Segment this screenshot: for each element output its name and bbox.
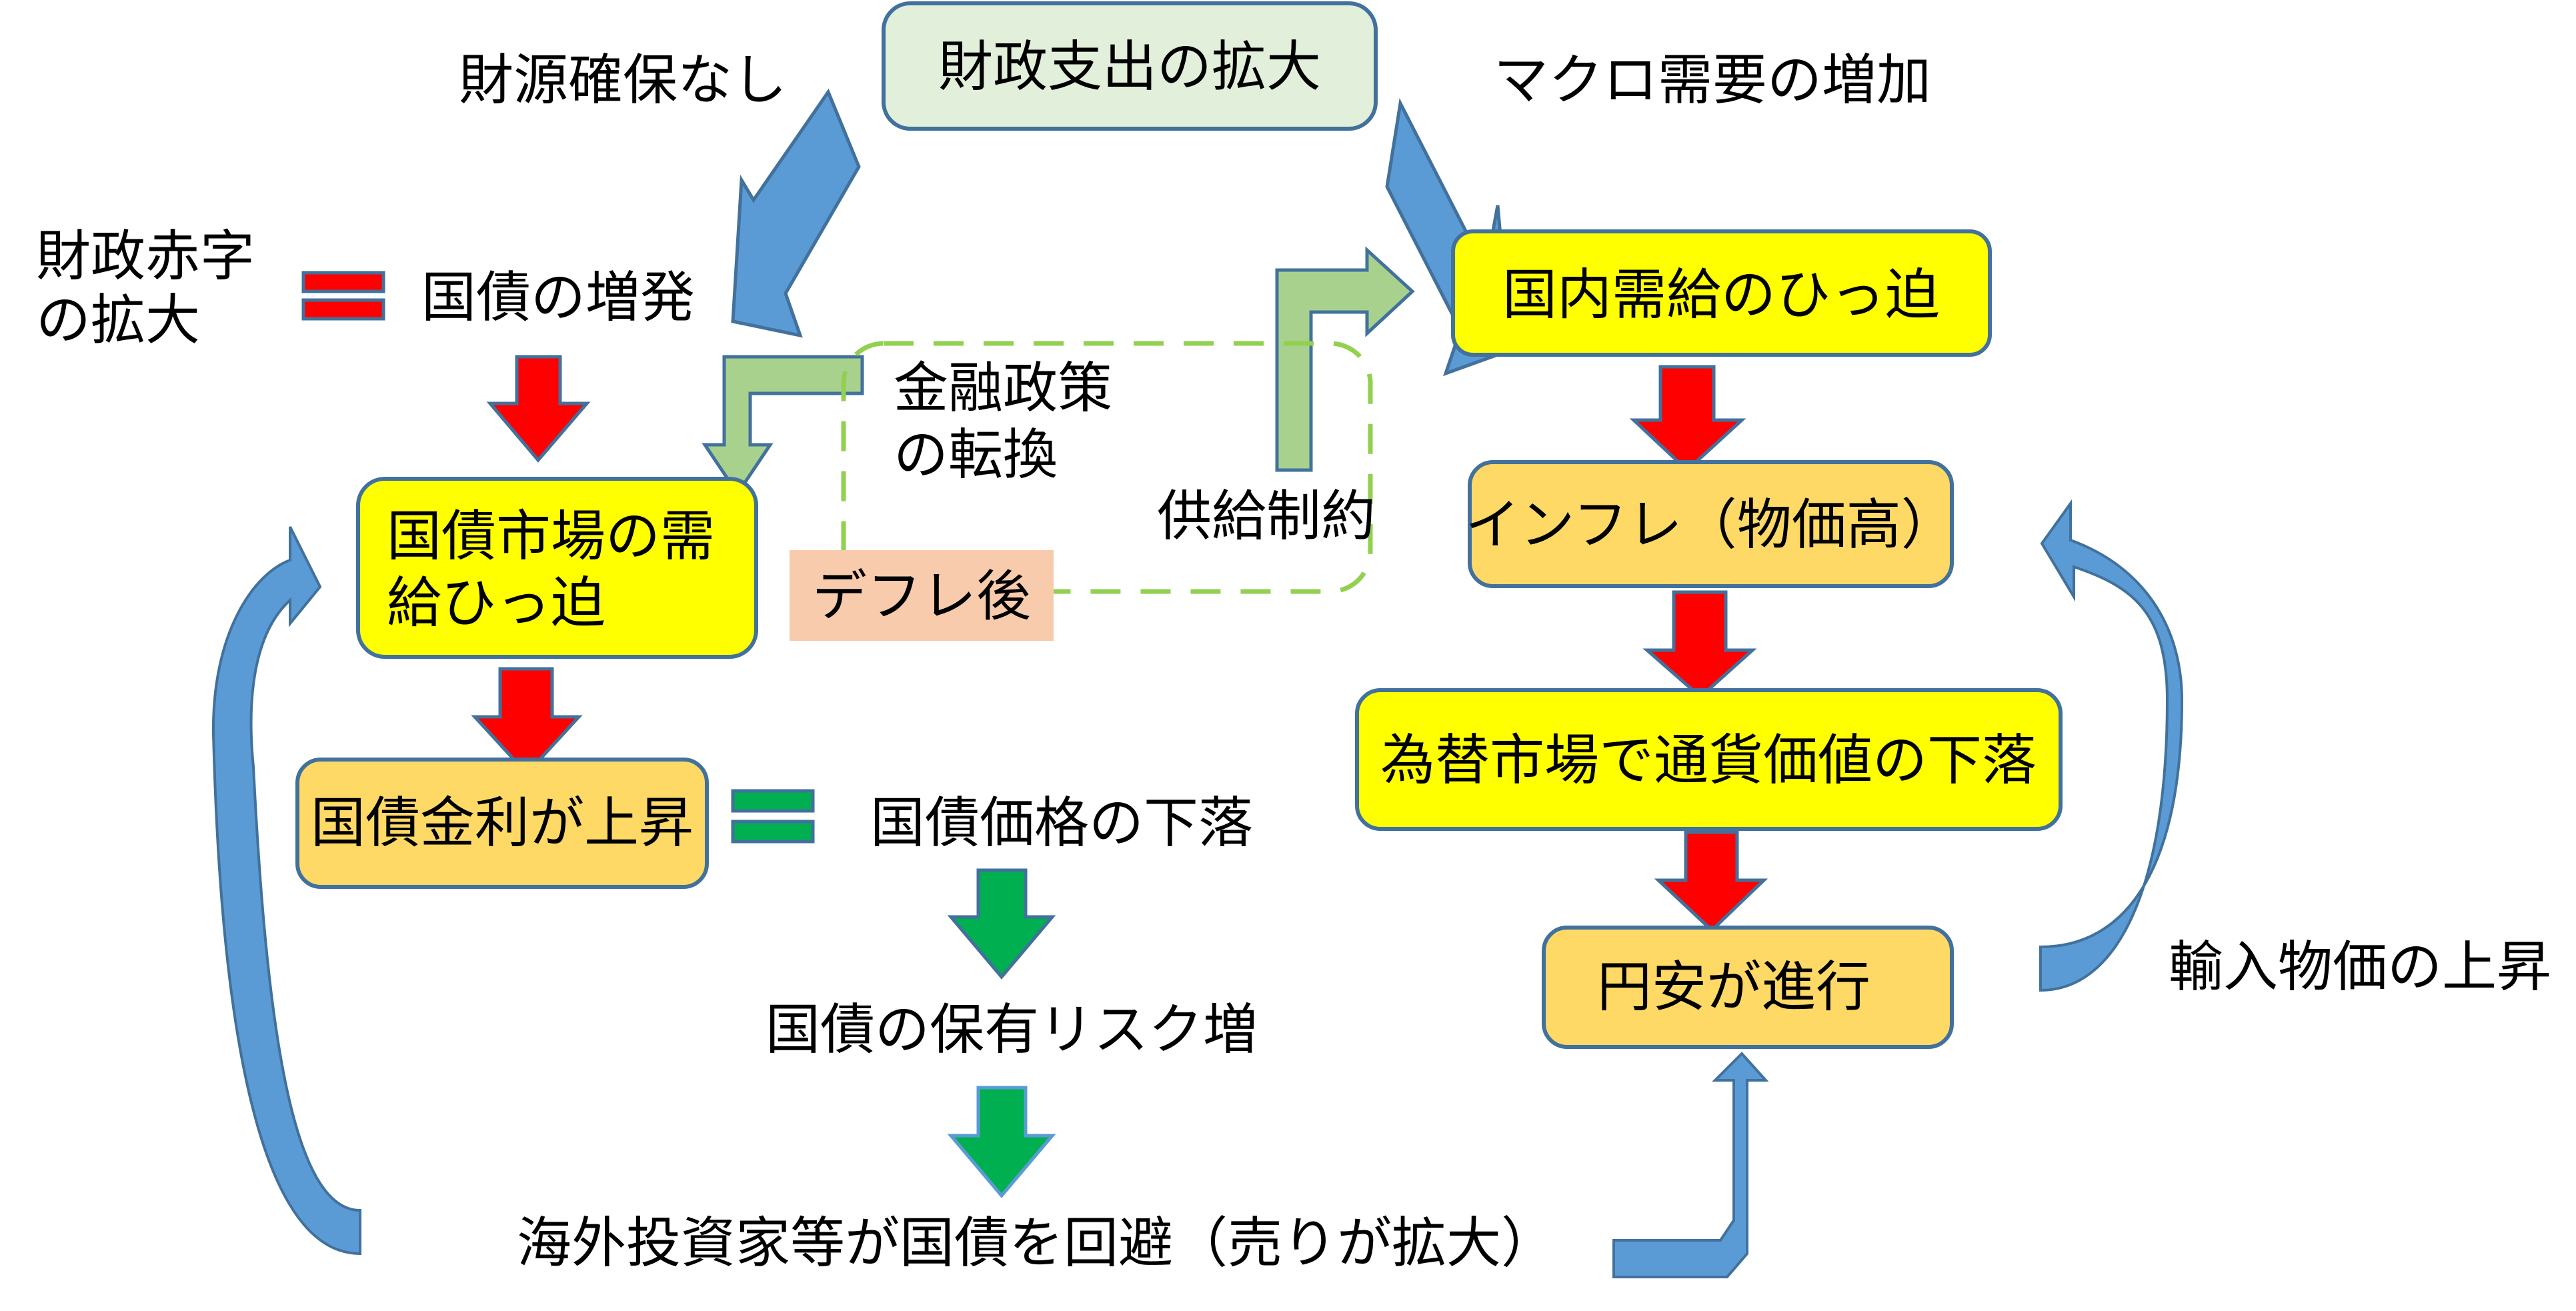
fiscal-spending-label: 財政支出の拡大 (938, 35, 1321, 99)
arrow-down-red-icon (1654, 830, 1768, 933)
post-deflation-label: デフレ後 (812, 565, 1031, 628)
arrow-down-green-icon (947, 1086, 1056, 1198)
bent-arrow-up-right-icon (1275, 246, 1415, 472)
import-price-label: 輸入物価の上昇 (2169, 936, 2551, 999)
domestic-tightness-label: 国内需給のひっ迫 (1502, 263, 1940, 327)
arrow-down-green-icon (947, 868, 1056, 980)
monetary-policy-label-line2: の転換 (894, 423, 1058, 487)
deficit-label-line2: の拡大 (36, 289, 200, 352)
inflation-box: インフレ（物価高） (1465, 460, 1956, 588)
no-funding-label: 財源確保なし (459, 49, 787, 112)
domestic-tightness-box: 国内需給のひっ迫 (1451, 229, 1992, 357)
foreign-investors-avoid-label: 海外投資家等が国債を回避（売りが拡大） (517, 1212, 1556, 1275)
post-deflation-box: デフレ後 (790, 550, 1054, 641)
bond-price-fall-label: 国債価格の下落 (870, 792, 1253, 855)
arrow-down-red-icon (1629, 365, 1746, 473)
dashed-group-outline (841, 341, 1373, 594)
equals-green-icon (731, 789, 815, 844)
arrow-down-red-icon (486, 355, 591, 463)
currency-fall-label: 為替市場で通貨価値の下落 (1380, 729, 2037, 792)
bond-market-tightness-box: 国債市場の需 給ひっ迫 (356, 477, 758, 659)
bond-yield-rise-label: 国債金利が上昇 (311, 792, 694, 855)
bond-issuance-label: 国債の増発 (421, 266, 695, 329)
supply-constraint-label: 供給制約 (1157, 485, 1376, 548)
monetary-policy-label-line1: 金融政策 (894, 357, 1112, 420)
bond-market-label-line1: 国債市場の需 (387, 505, 715, 568)
macro-demand-label: マクロ需要の増加 (1494, 49, 1931, 112)
arrow-down-red-icon (471, 667, 583, 776)
bond-yield-rise-box: 国債金利が上昇 (295, 758, 709, 889)
bond-market-label-line2: 給ひっ迫 (387, 571, 605, 635)
curved-arrow-up-left-icon (211, 526, 361, 1256)
holding-risk-label: 国債の保有リスク増 (766, 998, 1258, 1062)
deficit-label-line1: 財政赤字 (36, 225, 255, 288)
arrow-down-left-icon (731, 88, 861, 338)
yen-weak-label: 円安が進行 (1597, 956, 1870, 1019)
currency-fall-box: 為替市場で通貨価値の下落 (1355, 688, 2063, 831)
yen-weak-box: 円安が進行 (1542, 926, 1954, 1049)
arrow-down-red-icon (1642, 590, 1757, 700)
equals-red-icon (301, 271, 385, 321)
curved-arrow-up-right-icon (2039, 499, 2184, 992)
bent-arrow-left-icon (702, 355, 864, 497)
inflation-label: インフレ（物価高） (1465, 493, 1956, 557)
bent-arrow-up-icon (1612, 1052, 1769, 1278)
fiscal-spending-box: 財政支出の拡大 (882, 1, 1378, 131)
